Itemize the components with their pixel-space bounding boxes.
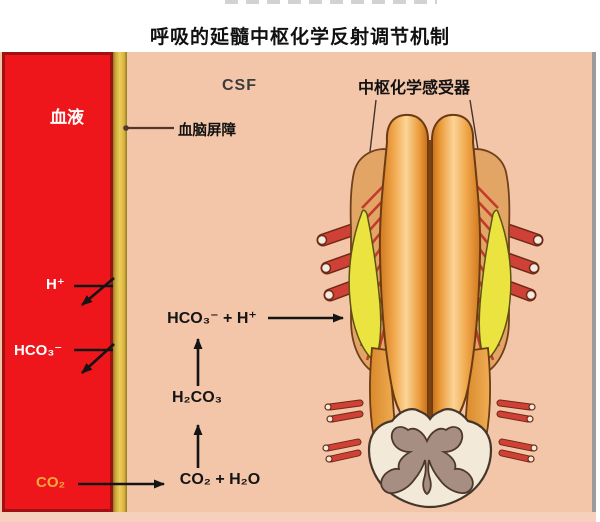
gray-matter-butterfly <box>380 426 474 496</box>
reaction-step3: HCO₃⁻ + H⁺ <box>167 310 257 327</box>
hco3-ion-label: HCO₃⁻ <box>14 342 63 359</box>
lower-rootlet-cut-ends <box>322 403 538 463</box>
reaction-step1: CO₂ + H₂O <box>179 471 261 488</box>
h-ion-label: H⁺ <box>46 276 65 293</box>
nerve-root-cut-ends <box>316 234 544 301</box>
blood-column <box>2 52 113 512</box>
cropped-text-remnant <box>225 0 437 4</box>
panel-bottom-margin <box>0 512 596 522</box>
chemoreceptor-label: 中枢化学感受器 <box>358 80 471 97</box>
csf-label: CSF <box>222 77 257 94</box>
hco3-deflected-arrow <box>81 343 115 374</box>
chemoreceptor-area-left <box>348 209 382 363</box>
blood-brain-barrier-strip <box>113 52 127 512</box>
h-ion-deflected-arrow <box>81 277 115 306</box>
co2-ion-label: CO₂ <box>36 474 66 491</box>
diagram-title: 呼吸的延髓中枢化学反射调节机制 <box>149 27 450 48</box>
blood-label: 血液 <box>50 108 84 127</box>
reaction-arrows <box>74 277 344 489</box>
bbb-label: 血脑屏障 <box>178 123 236 139</box>
bbb-callout <box>123 125 174 131</box>
lower-rootlet <box>325 400 535 462</box>
bbb-pointer-dot <box>123 125 129 131</box>
nerve-root <box>318 224 542 300</box>
chemoreceptor-area-right <box>478 209 512 363</box>
reaction-step2: H₂CO₃ <box>171 389 223 406</box>
brainstem-illustration <box>316 113 544 509</box>
